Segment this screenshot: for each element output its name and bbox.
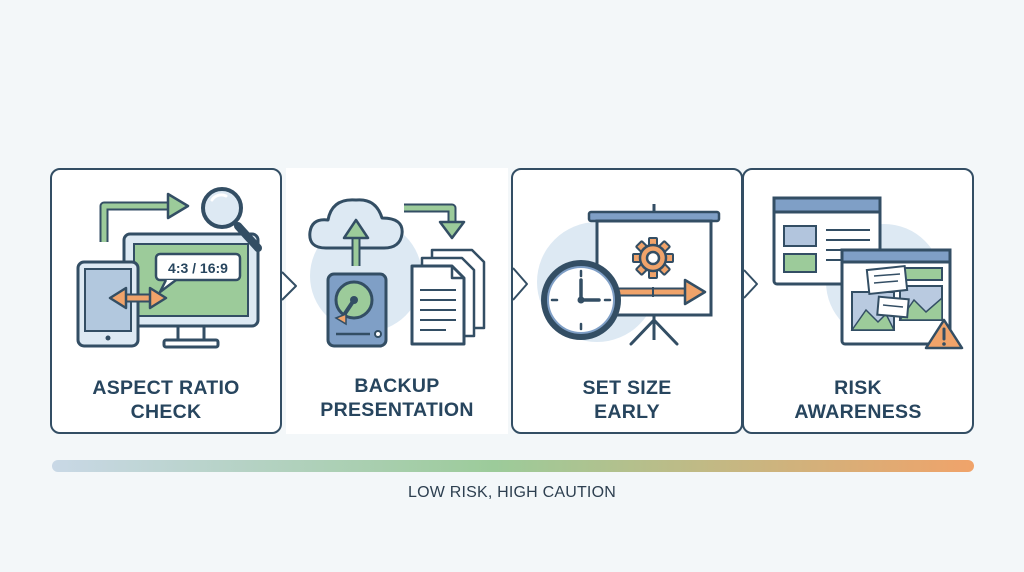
card-set-size-early: SET SIZE EARLY	[511, 168, 743, 434]
magnifier-icon	[201, 187, 262, 252]
monitor-icon	[122, 232, 260, 349]
ratio-badge: 4:3 / 16:9	[154, 252, 242, 294]
label-line: SET SIZE	[582, 377, 672, 399]
card-backup-presentation: BACKUP PRESENTATION	[286, 168, 508, 434]
set-size-illustration	[537, 204, 721, 346]
label-line: PRESENTATION	[320, 399, 474, 421]
card-label-aspect-ratio: ASPECT RATIO CHECK	[52, 376, 280, 424]
card-label-set-size: SET SIZE EARLY	[513, 376, 741, 424]
window-icon	[772, 196, 882, 286]
label-line: AWARENESS	[794, 401, 922, 423]
cloud-upload-icon	[308, 198, 404, 266]
tablet-icon	[76, 260, 140, 348]
risk-gradient-bar	[52, 460, 974, 472]
risk-illustration	[772, 196, 964, 350]
label-line: RISK	[834, 377, 882, 399]
image-icon	[840, 248, 952, 346]
right-arrow-icon	[613, 278, 707, 306]
warning-icon	[924, 318, 964, 350]
label-line: ASPECT RATIO	[92, 377, 240, 399]
card-risk-awareness: RISK AWARENESS	[742, 168, 974, 434]
flow-arrow-icon	[99, 192, 190, 242]
risk-scale-caption: LOW RISK, HIGH CAUTION	[408, 484, 616, 501]
label-line: BACKUP	[354, 375, 440, 397]
card-label-backup: BACKUP PRESENTATION	[286, 374, 508, 422]
label-line: EARLY	[594, 401, 660, 423]
gear-icon	[632, 237, 674, 279]
aspect-ratio-illustration: 4:3 / 16:9	[76, 187, 262, 349]
documents-icon	[410, 248, 486, 346]
clock-icon	[541, 260, 621, 340]
card-label-risk: RISK AWARENESS	[744, 376, 972, 424]
hard-drive-icon	[326, 272, 388, 348]
down-arrow-icon	[404, 203, 466, 240]
ratio-badge-text: 4:3 / 16:9	[168, 260, 228, 276]
backup-illustration	[308, 198, 486, 348]
card-aspect-ratio-check: 4:3 / 16:9 ASPECT RATIO	[50, 168, 282, 434]
double-arrow-icon	[108, 286, 168, 310]
label-line: CHECK	[130, 401, 202, 423]
